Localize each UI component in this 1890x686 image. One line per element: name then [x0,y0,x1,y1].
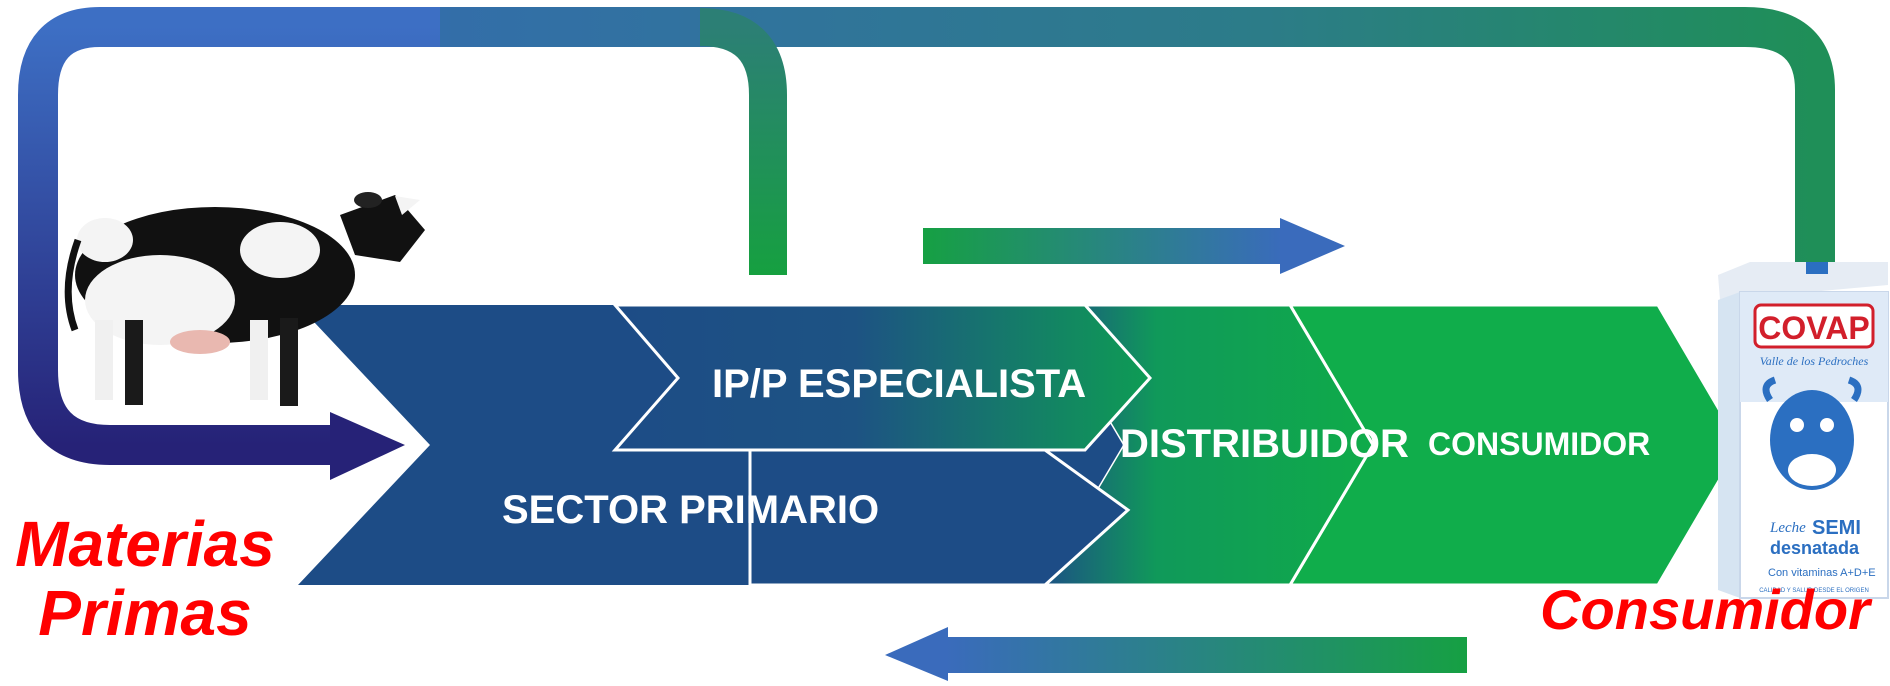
stage-label-sector-primario: SECTOR PRIMARIO [502,488,880,532]
stage-label-ip-especialista: IP/P ESPECIALISTA [712,362,1087,406]
carton-brand: COVAP [1758,310,1869,346]
top-loop-band [440,7,1835,270]
loop-arrowhead [330,412,405,480]
stage-label-consumidor: CONSUMIDOR [1428,426,1651,462]
backward-arrow-head [885,627,948,681]
cow-illustration [64,192,425,406]
carton-line4: Con vitaminas A+D+E [1768,567,1876,579]
carton-line2: SEMI [1812,517,1861,539]
backward-arrow-shaft [945,637,1467,673]
forward-arrow-head [1280,218,1345,274]
materias-primas-line2: Primas [38,577,252,650]
forward-arrow-shaft [923,228,1285,264]
milk-carton: COVAP Valle de los Pedroches Leche SEMI … [1718,262,1889,599]
materias-primas-label: Materias Primas [0,508,290,650]
consumidor-label: Consumidor [1540,578,1870,641]
carton-footer: CALIDAD Y SALUD DESDE EL ORIGEN [1759,588,1869,594]
carton-tagline: Valle de los Pedroches [1760,354,1869,368]
chevron-ip-especialista [611,303,1153,452]
carton-line3: desnatada [1770,538,1860,558]
stage-label-distribuidor: DISTRIBUIDOR [1120,422,1409,466]
top-loop-left [17,7,440,465]
carton-line1: Leche [1769,520,1806,536]
materias-primas-line1: Materias [15,508,275,580]
top-loop-drop [699,8,787,275]
